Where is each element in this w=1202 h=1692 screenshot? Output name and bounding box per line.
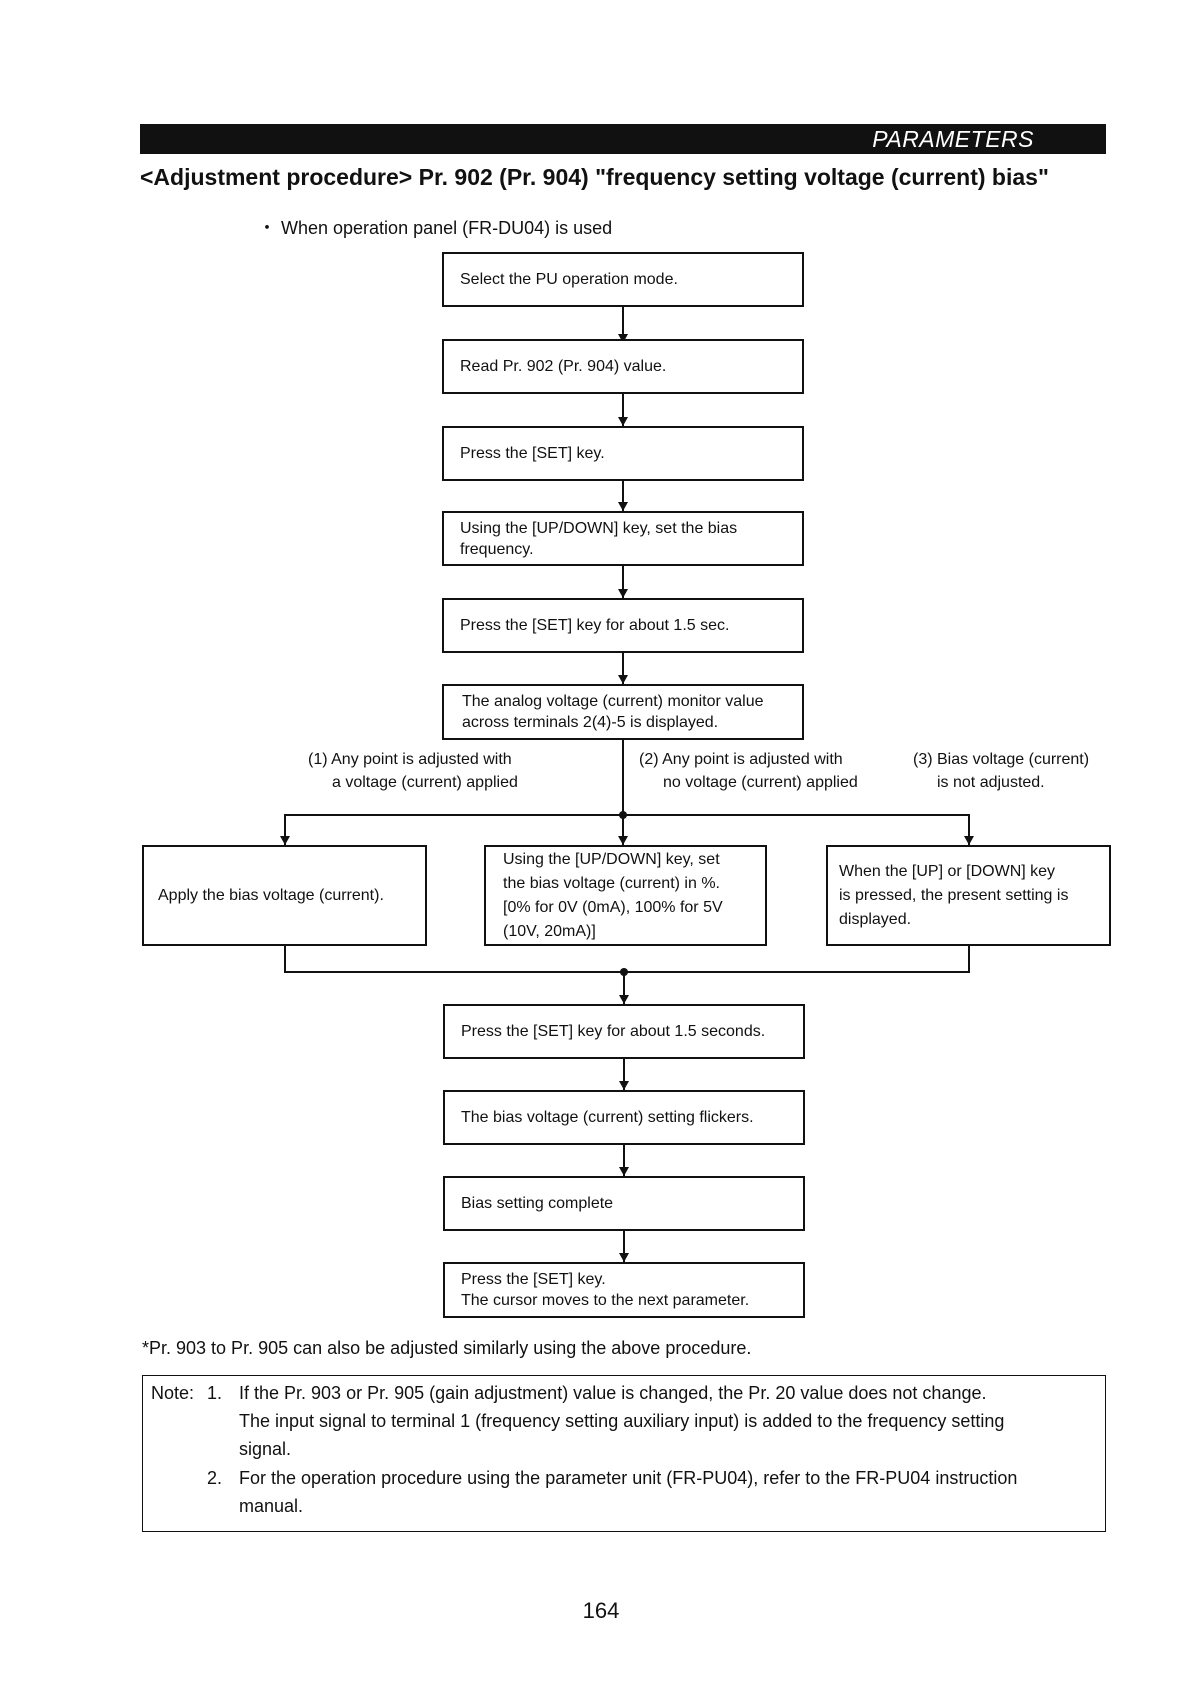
- connector-line: [623, 1145, 625, 1176]
- flow-step-9-text: Bias setting complete: [461, 1195, 614, 1212]
- connector-line: [968, 814, 970, 845]
- flow-step-9: Bias setting complete: [443, 1176, 805, 1231]
- branch-3-box: When the [UP] or [DOWN] key is pressed, …: [826, 845, 1111, 946]
- connector-line: [622, 394, 624, 426]
- connector-line: [284, 814, 286, 845]
- branch-1-label: (1) Any point is adjusted with a voltage…: [308, 748, 518, 794]
- branch-1-box: Apply the bias voltage (current).: [142, 845, 427, 946]
- note-box: Note: 1. If the Pr. 903 or Pr. 905 (gain…: [142, 1375, 1106, 1532]
- branch-3-label: (3) Bias voltage (current) is not adjust…: [913, 748, 1089, 794]
- flow-step-7: Press the [SET] key for about 1.5 second…: [443, 1004, 805, 1059]
- branch-2-box-line-3: [0% for 0V (0mA), 100% for 5V: [503, 898, 723, 916]
- page-title: <Adjustment procedure> Pr. 902 (Pr. 904)…: [140, 164, 1049, 190]
- arrow-down-icon: [964, 836, 974, 845]
- branch-1-label-line-2: a voltage (current) applied: [332, 774, 518, 791]
- flow-step-10-line-2: The cursor moves to the next parameter.: [461, 1292, 750, 1309]
- arrow-down-icon: [618, 334, 628, 343]
- branch-1-label-line-1: (1) Any point is adjusted with: [308, 751, 512, 768]
- flow-step-1: Select the PU operation mode.: [442, 252, 804, 307]
- branch-2-label: (2) Any point is adjusted with no voltag…: [639, 748, 858, 794]
- flow-step-10-line-1: Press the [SET] key.: [461, 1271, 606, 1288]
- branch-3-box-line-1: When the [UP] or [DOWN] key: [839, 862, 1056, 880]
- header-label: PARAMETERS: [872, 126, 1034, 152]
- arrow-down-icon: [619, 995, 629, 1004]
- split-line: [284, 814, 970, 816]
- arrow-down-icon: [618, 589, 628, 598]
- arrow-down-icon: [618, 502, 628, 511]
- flow-step-3: Press the [SET] key.: [442, 426, 804, 481]
- flow-step-4-line-2: frequency.: [460, 540, 534, 558]
- connector-line: [623, 1059, 625, 1090]
- flow-step-8-text: The bias voltage (current) setting flick…: [461, 1109, 754, 1126]
- flow-step-2: Read Pr. 902 (Pr. 904) value.: [442, 339, 804, 394]
- flow-step-3-text: Press the [SET] key.: [460, 445, 605, 462]
- flow-step-5-text: Press the [SET] key for about 1.5 sec.: [460, 617, 730, 634]
- branch-2-label-line-1: (2) Any point is adjusted with: [639, 751, 843, 768]
- branch-3-label-line-1: (3) Bias voltage (current): [913, 751, 1090, 768]
- arrow-down-icon: [619, 1253, 629, 1262]
- flow-step-4: Using the [UP/DOWN] key, set the bias fr…: [442, 511, 804, 566]
- note-item-1-line-3: signal.: [239, 1439, 292, 1459]
- header-bar: PARAMETERS: [140, 124, 1106, 154]
- branch-2-box-line-4: (10V, 20mA)]: [503, 922, 596, 940]
- flow-step-8: The bias voltage (current) setting flick…: [443, 1090, 805, 1145]
- arrow-down-icon: [618, 675, 628, 684]
- note-item-1-line-1: If the Pr. 903 or Pr. 905 (gain adjustme…: [239, 1383, 987, 1403]
- branch-3-label-line-2: is not adjusted.: [937, 774, 1045, 791]
- flow-step-5: Press the [SET] key for about 1.5 sec.: [442, 598, 804, 653]
- arrow-down-icon: [619, 1081, 629, 1090]
- flow-step-4-line-1: Using the [UP/DOWN] key, set the bias: [460, 519, 738, 537]
- flow-step-7-text: Press the [SET] key for about 1.5 second…: [461, 1023, 766, 1040]
- note-item-2-line-1: For the operation procedure using the pa…: [239, 1468, 1018, 1488]
- flow-step-6-line-2: across terminals 2(4)-5 is displayed.: [462, 714, 719, 731]
- note-prefix: Note:: [151, 1383, 195, 1403]
- connector-line: [622, 653, 624, 684]
- arrow-down-icon: [618, 836, 628, 845]
- branch-3-box-line-2: is pressed, the present setting is: [839, 886, 1069, 904]
- arrow-down-icon: [619, 1167, 629, 1176]
- connector-line: [622, 566, 624, 598]
- flow-step-6-line-1: The analog voltage (current) monitor val…: [462, 693, 764, 710]
- branch-2-label-line-2: no voltage (current) applied: [663, 774, 858, 791]
- connector-line: [622, 481, 624, 511]
- branch-2-box-line-2: the bias voltage (current) in %.: [503, 874, 720, 892]
- branch-1-box-text: Apply the bias voltage (current).: [158, 887, 384, 904]
- flow-step-1-text: Select the PU operation mode.: [460, 271, 678, 288]
- flow-step-10: Press the [SET] key. The cursor moves to…: [443, 1262, 805, 1318]
- footnote: *Pr. 903 to Pr. 905 can also be adjusted…: [142, 1338, 752, 1358]
- branch-2-box: Using the [UP/DOWN] key, set the bias vo…: [484, 845, 767, 946]
- connector-line: [623, 1231, 625, 1262]
- flow-step-6: The analog voltage (current) monitor val…: [442, 684, 804, 740]
- branch-2-box-line-1: Using the [UP/DOWN] key, set: [503, 850, 720, 868]
- note-item-2-number: 2.: [207, 1468, 223, 1488]
- connector-line: [284, 946, 286, 973]
- connector-line: [622, 307, 624, 339]
- note-item-1-line-2: The input signal to terminal 1 (frequenc…: [239, 1411, 1005, 1431]
- connector-line: [968, 946, 970, 973]
- flow-step-2-text: Read Pr. 902 (Pr. 904) value.: [460, 358, 667, 375]
- connector-line: [623, 971, 625, 1004]
- arrow-down-icon: [280, 836, 290, 845]
- note-item-1-number: 1.: [207, 1383, 223, 1403]
- arrow-down-icon: [618, 417, 628, 426]
- note-item-2-line-2: manual.: [239, 1496, 304, 1516]
- page-number: 164: [582, 1598, 620, 1623]
- branch-3-box-line-3: displayed.: [839, 910, 912, 928]
- subtitle: ・ When operation panel (FR-DU04) is used: [258, 218, 613, 238]
- connector-line: [622, 740, 624, 845]
